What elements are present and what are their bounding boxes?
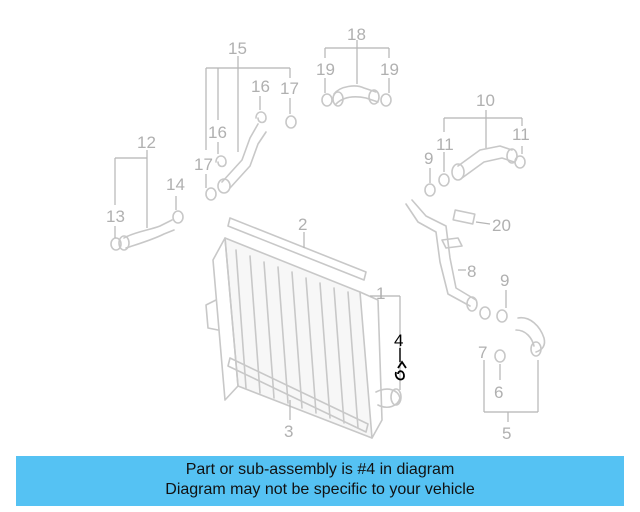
callout-9b: 9 (424, 149, 433, 168)
callout-6: 6 (494, 383, 503, 402)
leader-lines (114, 40, 539, 422)
callout-10: 10 (476, 91, 495, 110)
callout-16b: 16 (208, 123, 227, 142)
callout-7: 7 (478, 343, 487, 362)
callout-9a: 9 (500, 271, 509, 290)
banner-line-2: Diagram may not be specific to your vehi… (165, 481, 475, 498)
callout-3: 3 (284, 422, 293, 441)
callout-20: 20 (492, 216, 511, 235)
callout-2: 2 (298, 215, 307, 234)
banner-line-1: Part or sub-assembly is #4 in diagram (185, 461, 455, 478)
callout-16a: 16 (251, 77, 270, 96)
callout-14: 14 (166, 175, 185, 194)
callout-19b: 19 (380, 60, 399, 79)
callout-13: 13 (106, 207, 125, 226)
intercooler-drawing (205, 217, 402, 439)
highlighted-part-4 (394, 348, 407, 381)
hoses-drawing (110, 85, 546, 363)
callout-12: 12 (137, 133, 156, 152)
callout-19a: 19 (316, 60, 335, 79)
callout-15: 15 (228, 39, 247, 58)
callout-11a: 11 (436, 135, 454, 154)
callout-4: 4 (394, 331, 403, 350)
callout-17a: 17 (280, 79, 299, 98)
callout-1: 1 (376, 284, 385, 303)
info-banner: Part or sub-assembly is #4 in diagram Di… (16, 456, 624, 506)
callout-8: 8 (467, 262, 476, 281)
callout-11b: 11 (512, 125, 530, 144)
callout-18: 18 (347, 25, 366, 44)
callout-17b: 17 (194, 155, 213, 174)
callout-5: 5 (502, 424, 511, 443)
callout-labels: 1 2 3 4 5 6 7 8 9 9 10 11 11 12 13 14 15… (106, 25, 530, 443)
